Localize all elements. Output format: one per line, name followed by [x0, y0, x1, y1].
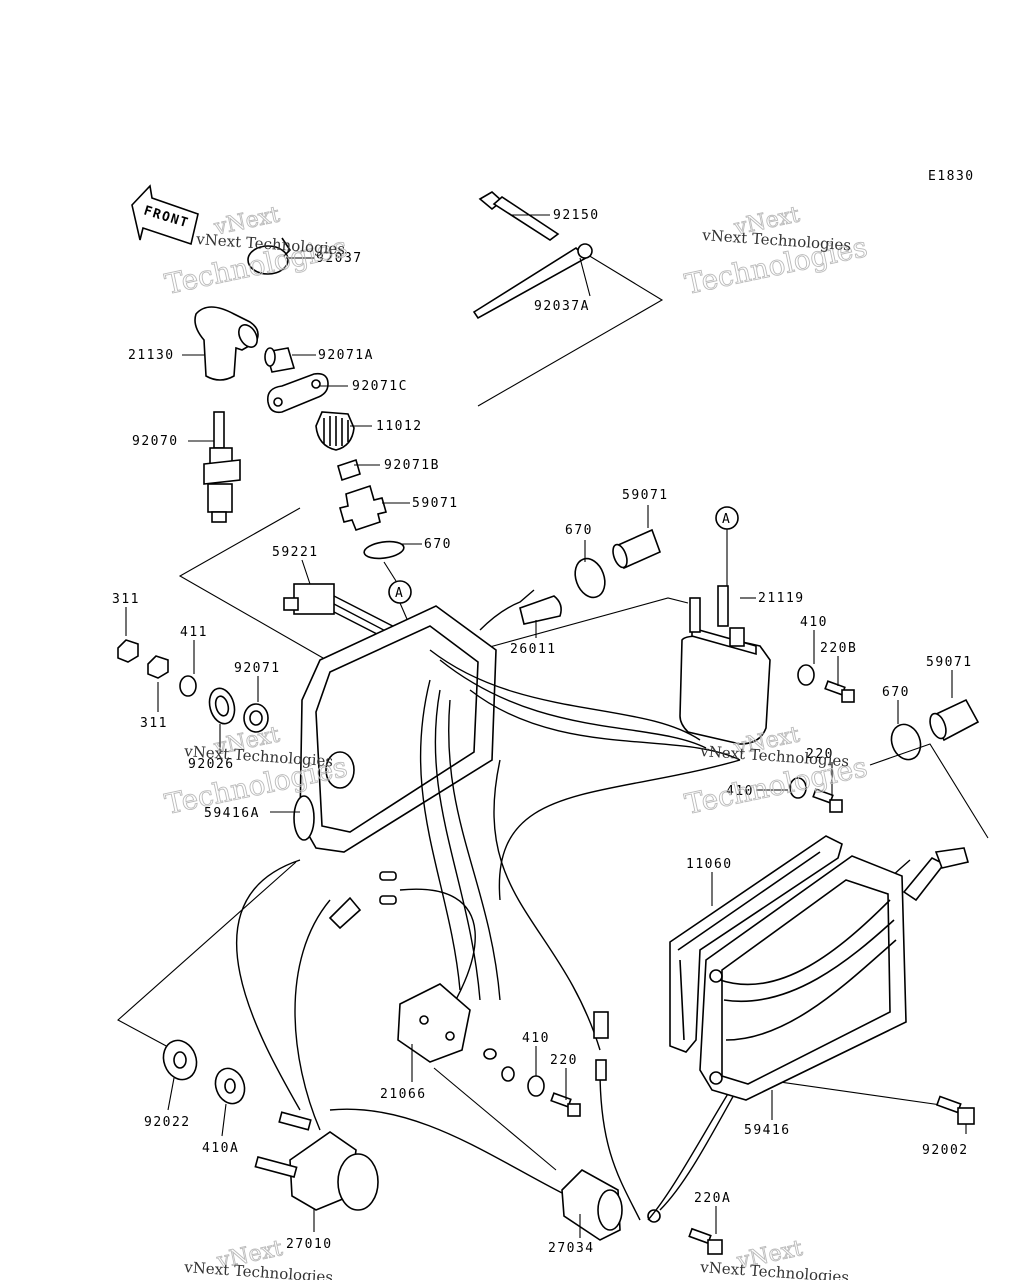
clamp-92037: [247, 237, 292, 275]
diagram-code: E1830: [928, 169, 975, 184]
label-670-mid: 670: [565, 523, 593, 538]
label-92022: 92022: [144, 1115, 191, 1130]
label-92071: 92071: [234, 661, 281, 676]
seal-92071b: [337, 458, 361, 482]
label-92150: 92150: [553, 208, 600, 223]
plug-26011: [479, 589, 562, 631]
grommet-92026: [208, 687, 236, 725]
nut-311-a: [117, 639, 139, 663]
grommet-92071: [243, 703, 269, 733]
label-26011: 26011: [510, 642, 557, 657]
label-21066: 21066: [380, 1087, 427, 1102]
callout-a-lower: A: [383, 561, 412, 627]
bolt-92002: [935, 1095, 975, 1125]
plug-59071-top: [339, 484, 387, 531]
label-410a: 410A: [202, 1141, 239, 1156]
label-11060: 11060: [686, 857, 733, 872]
plate-92071c: [266, 372, 329, 414]
label-92026: 92026: [188, 757, 235, 772]
label-92071a: 92071A: [318, 348, 374, 363]
label-311-b: 311: [140, 716, 168, 731]
label-59071-mid: 59071: [622, 488, 669, 503]
label-59071-top: 59071: [412, 496, 459, 511]
harness-connectors: [328, 871, 609, 1081]
seal-92071a: [264, 347, 296, 373]
washer-411: [179, 675, 197, 697]
o-ring-670-top: [363, 540, 405, 560]
label-92070: 92070: [132, 434, 179, 449]
label-92071c: 92071C: [352, 379, 408, 394]
svg-text:A: A: [722, 512, 731, 527]
svg-text:A: A: [395, 586, 404, 601]
nut-311-b: [147, 655, 169, 679]
o-ring-670-mid: [574, 557, 606, 599]
label-59416a: 59416A: [204, 806, 260, 821]
label-220a: 220A: [694, 1191, 731, 1206]
case-59416: [699, 847, 970, 1101]
label-311-a: 311: [112, 592, 140, 607]
ignition-coil-21119: [679, 585, 771, 745]
case-59416a: [293, 605, 497, 853]
spark-plug-cap-21130: [194, 306, 259, 381]
strap-92037a: [472, 243, 593, 320]
sensor-27034: [561, 1169, 661, 1241]
label-410-c: 410: [522, 1031, 550, 1046]
label-59071-right: 59071: [926, 655, 973, 670]
group-outline-lines: [117, 251, 989, 1171]
label-220b: 220B: [820, 641, 857, 656]
label-410-r1: 410: [800, 615, 828, 630]
label-92037a: 92037A: [534, 299, 590, 314]
label-670-top: 670: [424, 537, 452, 552]
label-59416: 59416: [744, 1123, 791, 1138]
plug-59071-mid: [612, 528, 662, 570]
label-21119: 21119: [758, 591, 805, 606]
washer-410-r2: [789, 777, 807, 799]
washer-92022: [162, 1039, 198, 1081]
bolt-220b: [824, 680, 855, 703]
label-670-right: 670: [882, 685, 910, 700]
leader-lines: [125, 214, 967, 1238]
label-92071b: 92071B: [384, 458, 440, 473]
label-59221: 59221: [272, 545, 319, 560]
front-arrow-icon: FRONT: [131, 184, 199, 246]
label-27010: 27010: [286, 1237, 333, 1252]
bolt-220-c: [550, 1092, 581, 1117]
spark-plug-92070: [203, 411, 241, 523]
plug-59071-right: [929, 698, 980, 742]
cap-11012: [315, 411, 355, 451]
label-92002: 92002: [922, 1143, 969, 1158]
label-27034: 27034: [548, 1241, 595, 1256]
label-411: 411: [180, 625, 208, 640]
washer-410a: [214, 1067, 246, 1105]
bolt-220a: [688, 1227, 723, 1255]
label-220-c: 220: [550, 1053, 578, 1068]
o-ring-670-right: [890, 723, 922, 761]
washer-410-c: [527, 1075, 545, 1097]
label-11012: 11012: [376, 419, 423, 434]
label-92037: 92037: [316, 251, 363, 266]
part-labels: 92150 92037A 92037 21130 92071A 92071C 1…: [112, 208, 973, 1256]
bolt-92150: [478, 191, 560, 241]
callout-a-upper: A: [715, 506, 739, 586]
regulator-21066: [397, 983, 515, 1082]
bolt-220-r: [812, 788, 843, 813]
label-220-r: 220: [806, 747, 834, 762]
gasket-11060: [669, 835, 843, 1053]
relay-27010: [254, 1111, 379, 1211]
label-21130: 21130: [128, 348, 175, 363]
washer-410-r1: [797, 664, 815, 686]
label-410-r2: 410: [726, 784, 754, 799]
